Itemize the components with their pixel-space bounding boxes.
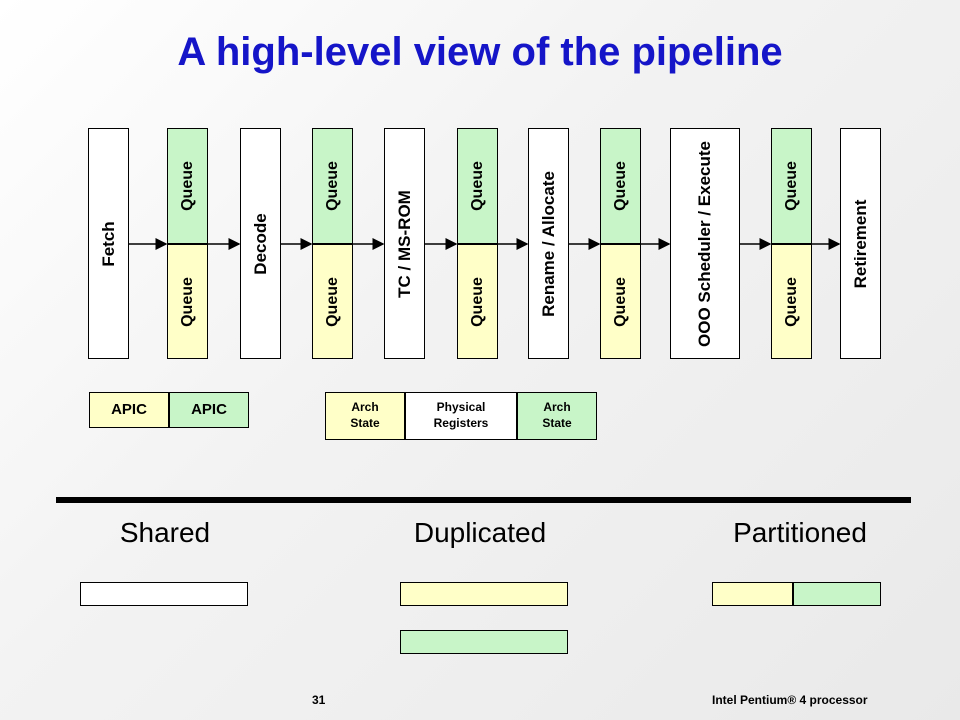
legend-duplicated-label: Duplicated [413,517,547,548]
stage-ooo-scheduler-execute: OOO Scheduler / Execute [670,128,740,359]
legend-partitioned-swatch-yellow [712,582,793,606]
footer-product: Intel Pentium® 4 processor [712,693,868,707]
queue-4-top: Queue [600,128,641,244]
queue-5-top: Queue [771,128,812,244]
queue-3-top: Queue [457,128,498,244]
legend-duplicated-swatch-green [400,630,568,654]
stage-tc-ms-rom: TC / MS-ROM [384,128,425,359]
stage-rename-allocate: Rename / Allocate [528,128,569,359]
legend-partitioned-swatch-green [793,582,881,606]
queue-1-bottom: Queue [167,244,208,359]
queue-1-top: Queue [167,128,208,244]
physical-registers: Physical Registers [405,392,517,440]
page-number: 31 [312,693,326,707]
legend-shared-label: Shared [119,517,211,548]
stage-decode: Decode [240,128,281,359]
queue-5-bottom: Queue [771,244,812,359]
legend-duplicated-swatch-yellow [400,582,568,606]
page-title: A high-level view of the pipeline [177,30,783,74]
queue-3-bottom: Queue [457,244,498,359]
arch-state-right: Arch State [517,392,597,440]
stage-retirement: Retirement [840,128,881,359]
arch-state-left: Arch State [325,392,405,440]
stage-fetch: Fetch [88,128,129,359]
queue-4-bottom: Queue [600,244,641,359]
apic-right: APIC [169,392,249,428]
queue-2-bottom: Queue [312,244,353,359]
legend-shared-swatch [80,582,248,606]
queue-2-top: Queue [312,128,353,244]
apic-left: APIC [89,392,169,428]
legend-partitioned-label: Partitioned [733,517,867,548]
divider [56,497,911,503]
